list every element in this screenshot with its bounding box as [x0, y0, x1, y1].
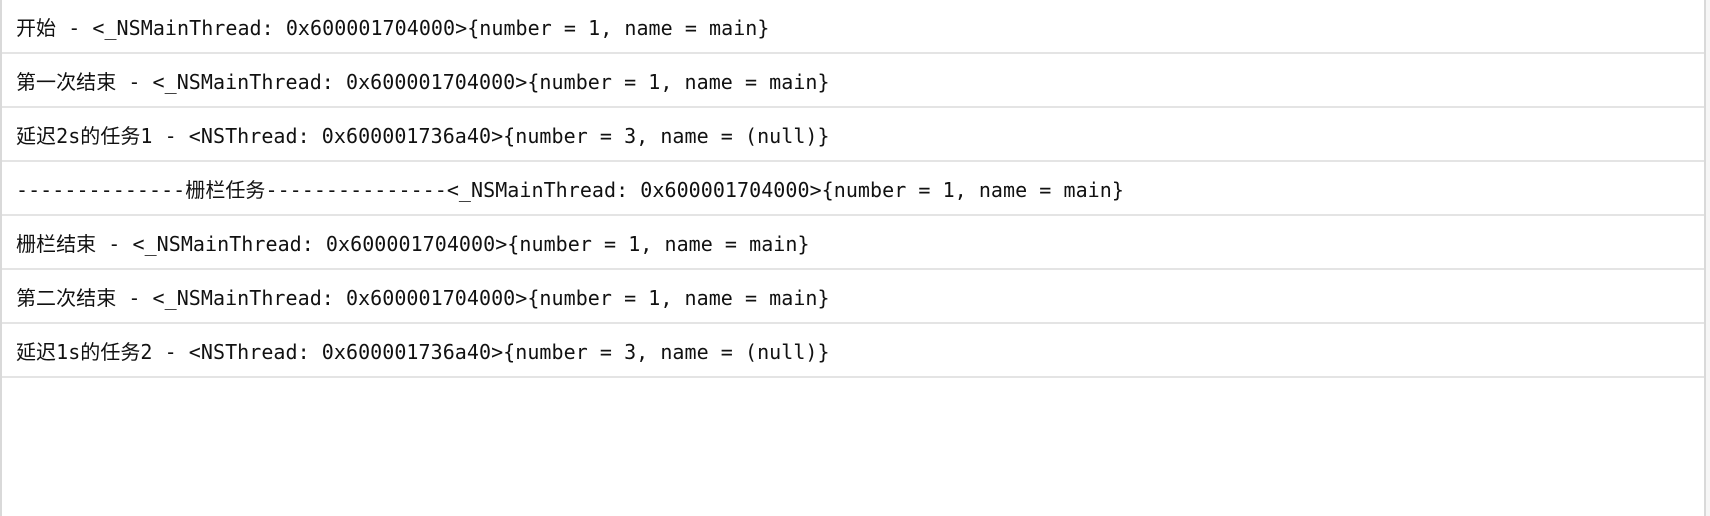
log-line[interactable]: 延迟2s的任务1 - <NSThread: 0x600001736a40>{nu…: [2, 108, 1706, 162]
log-line-text: --------------栅栏任务---------------<_NSMai…: [16, 177, 1124, 202]
log-line[interactable]: 延迟1s的任务2 - <NSThread: 0x600001736a40>{nu…: [2, 324, 1706, 378]
log-line-text: 延迟2s的任务1 - <NSThread: 0x600001736a40>{nu…: [16, 123, 830, 148]
log-line-text: 栅栏结束 - <_NSMainThread: 0x600001704000>{n…: [16, 231, 810, 256]
scrollbar-gutter[interactable]: [1706, 0, 1710, 516]
log-line-text: 开始 - <_NSMainThread: 0x600001704000>{num…: [16, 15, 770, 40]
log-line[interactable]: 第一次结束 - <_NSMainThread: 0x600001704000>{…: [2, 54, 1706, 108]
panel-divider: [1704, 0, 1706, 516]
log-list: 开始 - <_NSMainThread: 0x600001704000>{num…: [2, 0, 1706, 378]
log-line-text: 第二次结束 - <_NSMainThread: 0x600001704000>{…: [16, 285, 830, 310]
log-line[interactable]: --------------栅栏任务---------------<_NSMai…: [2, 162, 1706, 216]
log-line-text: 延迟1s的任务2 - <NSThread: 0x600001736a40>{nu…: [16, 339, 830, 364]
log-line[interactable]: 第二次结束 - <_NSMainThread: 0x600001704000>{…: [2, 270, 1706, 324]
log-line-text: 第一次结束 - <_NSMainThread: 0x600001704000>{…: [16, 69, 830, 94]
log-line[interactable]: 开始 - <_NSMainThread: 0x600001704000>{num…: [2, 0, 1706, 54]
log-line[interactable]: 栅栏结束 - <_NSMainThread: 0x600001704000>{n…: [2, 216, 1706, 270]
